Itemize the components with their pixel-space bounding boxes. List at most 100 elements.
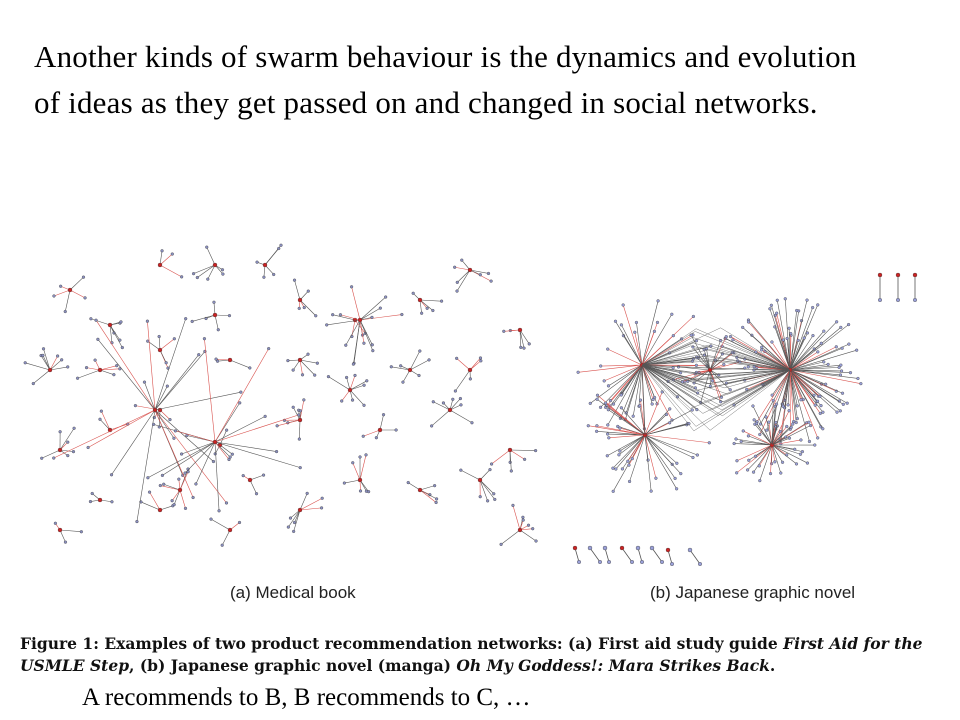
network-node [665,547,671,553]
network-edge [49,366,68,371]
network-node [212,439,218,445]
network-edge [299,359,303,375]
network-edge [789,324,849,371]
network-edge [264,248,279,266]
network-node [217,509,221,513]
network-node [325,323,329,327]
network-edge [761,349,791,371]
network-node [800,450,805,454]
network-node [799,398,803,402]
network-node [606,384,611,388]
network-node [195,275,199,280]
network-node [374,436,378,440]
network-node [752,418,756,422]
network-node [237,520,242,525]
network-edge [644,434,698,456]
network-node [225,428,229,432]
network-edge [759,444,773,467]
network-edge [641,364,673,421]
network-node [895,272,901,278]
network-edge [154,391,241,411]
network-edge [755,444,773,457]
network-node [349,285,354,289]
network-edge [712,369,791,410]
network-node [783,297,787,301]
network-edge [353,319,361,365]
network-node [109,473,114,477]
network-edge [588,425,646,436]
network-edge [641,327,721,366]
network-node [489,462,494,466]
network-node [511,503,515,507]
network-node [420,311,424,315]
network-node [227,314,232,318]
network-edge [159,409,171,420]
network-node [638,398,643,402]
network-node [787,326,791,330]
network-node [157,507,163,513]
network-node [261,473,266,477]
network-node [631,414,635,418]
network-node [477,477,483,483]
network-node [90,491,94,496]
network-node [418,349,422,353]
network-node [190,319,194,324]
network-edge [641,345,711,366]
network-edge [641,364,723,407]
network-node [453,389,457,393]
network-edge [789,364,841,371]
network-node [351,461,355,465]
network-node [459,468,463,472]
network-node [371,349,375,353]
network-edge [771,444,801,455]
network-edge [780,369,791,444]
network-edge [41,449,61,459]
network-node [459,403,463,407]
network-node [358,489,363,493]
network-node [815,399,820,403]
network-node [157,262,163,268]
network-edge [789,367,840,371]
network-edge [789,340,799,371]
network-node [839,325,843,329]
network-node [694,363,698,367]
network-edge [214,441,301,468]
network-node [818,394,822,398]
network-node [818,411,822,416]
network-node [431,400,435,404]
network-edge [641,345,691,366]
network-node [147,490,152,494]
network-node [241,474,245,478]
footer-text: A recommends to B, B recommends to C, … [82,684,531,711]
network-node [292,278,297,282]
network-edge [292,407,301,421]
network-edge [771,400,774,446]
network-edge [195,441,216,485]
network-node [773,460,777,464]
network-node [361,434,365,438]
network-edge [641,314,673,366]
network-edge [214,441,277,452]
network-edge [637,547,643,563]
network-node [292,529,296,534]
network-node [722,362,726,367]
network-edge [789,361,824,371]
network-edge [111,409,156,475]
network-node [305,491,309,495]
network-node [344,375,349,380]
network-edge [299,493,308,511]
network-edge [694,369,791,391]
network-node [634,320,639,325]
network-edge [600,364,643,408]
network-edge [479,479,496,500]
network-edge [771,426,787,446]
network-node [435,497,439,501]
network-edge [454,266,471,271]
network-edge [641,364,711,431]
network-edge [345,319,361,346]
network-node [599,364,603,368]
network-edge [159,505,173,511]
network-node [160,473,165,477]
network-node [793,447,797,451]
network-edge [632,434,646,459]
